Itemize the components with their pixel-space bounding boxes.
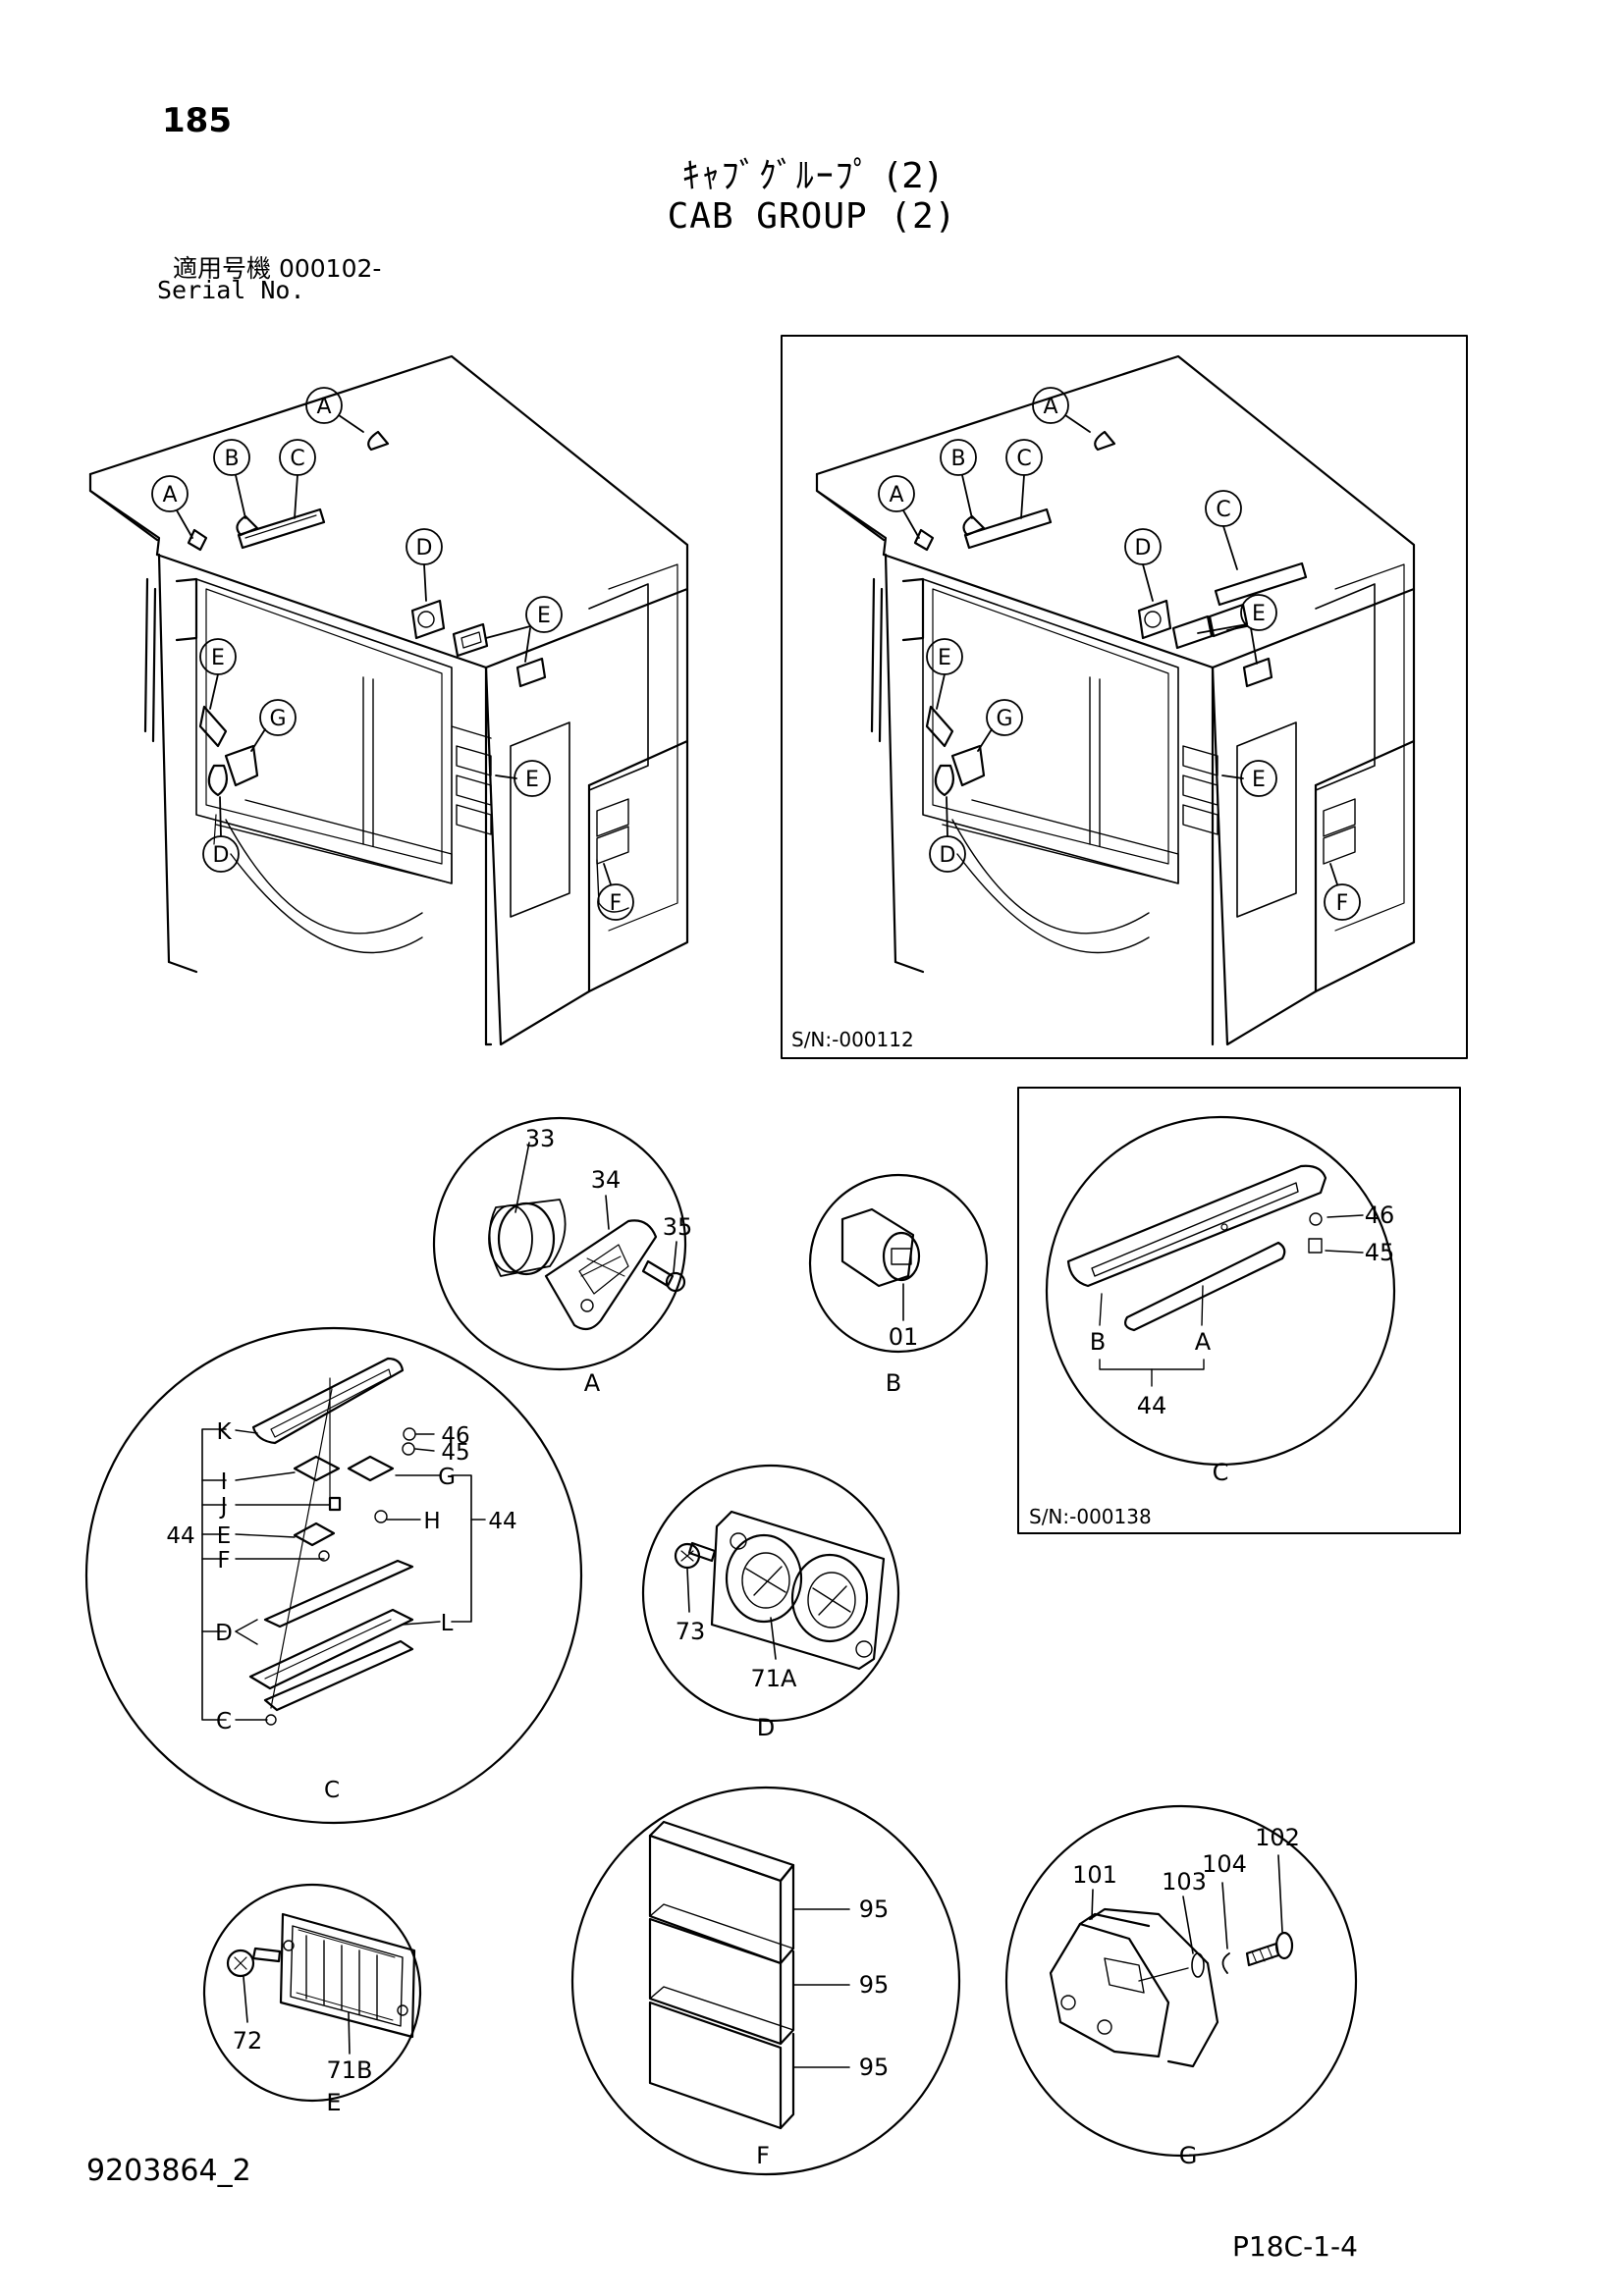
cab-view-left: A B C A D E E G D E F — [88, 354, 689, 1046]
group-number: 44 — [166, 1523, 194, 1549]
callout-letter: G — [269, 707, 286, 731]
group-number: 44 — [488, 1509, 516, 1534]
part-number: 45 — [441, 1440, 469, 1466]
callout-letter: B — [224, 447, 239, 471]
detail-letter: G — [1179, 2142, 1198, 2169]
part-number: A — [1195, 1328, 1212, 1356]
detail-G: 101 103 104 102 G — [1004, 1804, 1358, 2169]
detail-E: 72 71B E — [202, 1883, 422, 2116]
detail-letter: E — [326, 2089, 341, 2116]
callout-letter: A — [162, 483, 177, 507]
callout-letter: F — [610, 891, 623, 916]
part-number: 104 — [1202, 1850, 1247, 1878]
callout-letter: E — [1252, 602, 1266, 626]
part-number: 95 — [859, 2054, 890, 2081]
serial-note: S/N:-000112 — [791, 1028, 914, 1051]
part-letter: I — [221, 1469, 228, 1495]
callout-letter: E — [211, 646, 225, 670]
callout-letter: F — [1336, 891, 1349, 916]
document-number: 9203864_2 — [86, 2154, 251, 2188]
callout-letter: C — [290, 447, 304, 471]
part-letter: K — [216, 1419, 232, 1445]
part-number: 103 — [1162, 1868, 1207, 1896]
detail-letter: A — [584, 1369, 601, 1397]
callout-letter: A — [1043, 395, 1057, 419]
callout-letter: A — [316, 395, 331, 419]
serial-note: S/N:-000138 — [1029, 1505, 1152, 1528]
part-letter: F — [217, 1548, 230, 1574]
callout-letter: E — [525, 768, 539, 792]
callout-letter: A — [889, 483, 903, 507]
part-letter: H — [423, 1509, 440, 1534]
serial-label-japanese: 適用号機 000102- — [173, 254, 382, 283]
page-number: 185 — [162, 101, 232, 140]
part-number: 45 — [1365, 1239, 1395, 1266]
callout-letter: C — [1016, 447, 1031, 471]
part-number: 95 — [859, 1971, 890, 1999]
part-letter: G — [438, 1465, 456, 1490]
part-number: 33 — [525, 1125, 556, 1152]
detail-letter: F — [756, 2142, 770, 2169]
title-english: CAB GROUP (2) — [667, 196, 957, 237]
callout-letter: C — [1216, 498, 1230, 522]
part-number: 44 — [1137, 1392, 1167, 1419]
part-letter: D — [215, 1621, 233, 1646]
callout-letter: E — [537, 604, 551, 628]
callout-letter: E — [938, 646, 951, 670]
part-number: 71B — [326, 2056, 372, 2084]
callout-letter: D — [213, 843, 230, 868]
part-letter: E — [217, 1523, 232, 1549]
page-code: P18C-1-4 — [1232, 2230, 1358, 2263]
detail-letter: B — [886, 1369, 901, 1397]
callout-letter: D — [940, 843, 956, 868]
part-letter: J — [219, 1494, 228, 1520]
part-number: 46 — [441, 1423, 469, 1449]
part-number: 72 — [233, 2027, 263, 2055]
detail-D: 73 71A D — [641, 1464, 900, 1741]
detail-B: 01 B — [808, 1173, 989, 1397]
part-letter: L — [441, 1611, 454, 1636]
part-number: 34 — [591, 1166, 622, 1194]
detail-C-early: 46 45 B A 44 C S/N:-000138 — [1017, 1087, 1461, 1534]
part-number: 73 — [676, 1618, 706, 1645]
callout-letter: B — [950, 447, 965, 471]
detail-letter: D — [757, 1714, 775, 1741]
serial-label-english: Serial No. — [157, 276, 305, 304]
part-number: 102 — [1255, 1824, 1300, 1851]
detail-C: K I J E F D C 46 45 G H L 44 44 C — [84, 1326, 583, 1825]
callout-letter: D — [416, 536, 433, 561]
part-number: B — [1090, 1328, 1106, 1356]
detail-A: 33 34 35 A — [432, 1116, 693, 1397]
detail-letter: C — [324, 1778, 340, 1803]
part-number: 35 — [663, 1213, 693, 1241]
part-number: 101 — [1072, 1861, 1117, 1889]
detail-letter: C — [1213, 1459, 1229, 1486]
title-japanese: ｷｬﾌﾞｸﾞﾙｰﾌﾟ (2) — [681, 156, 943, 196]
part-number: 71A — [751, 1665, 798, 1692]
part-letter: C — [216, 1709, 232, 1735]
callout-letter: E — [1252, 768, 1266, 792]
part-number: 46 — [1365, 1201, 1395, 1229]
callout-letter: D — [1135, 536, 1152, 561]
part-number: 01 — [889, 1323, 919, 1351]
callout-letter: G — [996, 707, 1012, 731]
detail-F: 95 95 95 F — [570, 1786, 961, 2176]
part-number: 95 — [859, 1896, 890, 1923]
cab-view-right: A B C A D C E E G D E F S/N:-000112 — [781, 335, 1468, 1059]
